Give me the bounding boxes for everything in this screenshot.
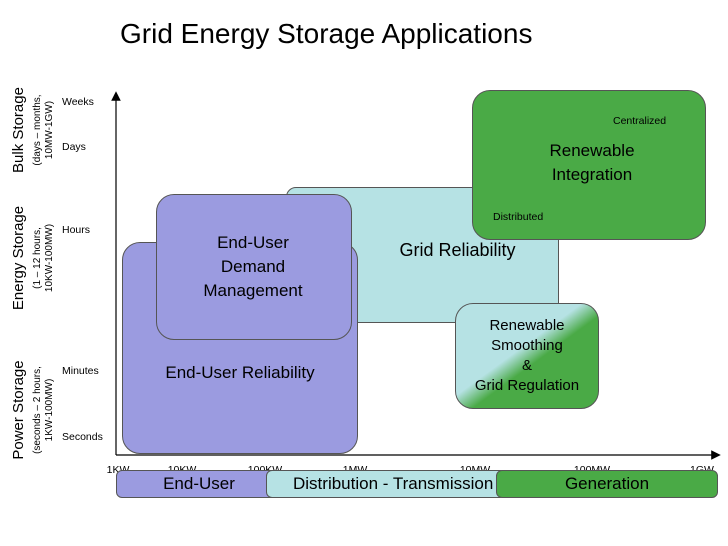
renewable-integration-label: Renewable Integration — [549, 141, 635, 184]
y-tick-minutes: Minutes — [62, 365, 99, 377]
y-tick-seconds: Seconds — [62, 431, 103, 443]
renewable-integration-box: Renewable Integration Centralized Distri… — [472, 90, 706, 240]
page-title: Grid Energy Storage Applications — [120, 18, 533, 49]
centralized-label: Centralized — [613, 115, 667, 127]
distributed-label: Distributed — [493, 211, 544, 223]
renewable-smoothing-box: Renewable Smoothing & Grid Regulation — [455, 303, 599, 409]
end-user-demand-label: End-User Demand Management — [203, 233, 303, 300]
bottom-bar-generation: Generation — [496, 470, 718, 498]
y-tick-weeks: Weeks — [62, 96, 94, 108]
end-user-reliability-label: End-User Reliability — [165, 363, 315, 382]
bottom-bar-end-user: End-User — [116, 470, 282, 498]
grid-reliability-label: Grid Reliability — [399, 240, 516, 260]
bottom-bar-distribution: Distribution - Transmission — [266, 470, 506, 498]
y-tick-days: Days — [62, 141, 86, 153]
renewable-smoothing-label: Renewable Smoothing & Grid Regulation — [474, 317, 580, 394]
y-tick-hours: Hours — [62, 224, 91, 236]
end-user-demand-box: End-User Demand Management — [156, 194, 352, 340]
